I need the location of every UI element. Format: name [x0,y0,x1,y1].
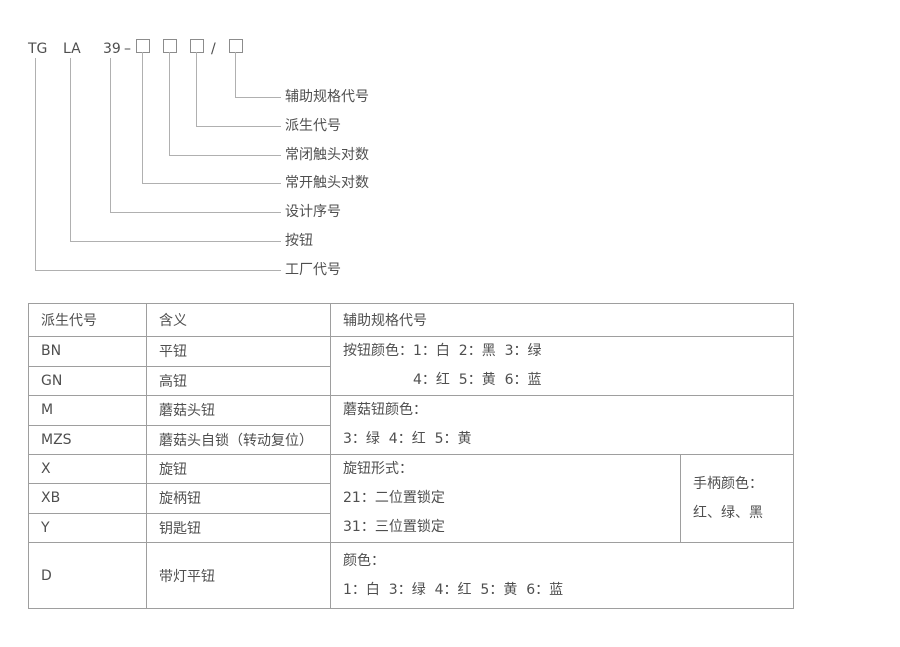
code-cell: MZS [28,424,147,455]
table-row-bn: BN 平钮 按钮颜色：1：白 2：黑 3：绿 4：红 5：黄 6：蓝 [28,336,794,396]
box-normally-open-contacts [136,39,150,53]
header-derived-code: 派生代号 [28,303,147,337]
derived-code-table: 派生代号 含义 辅助规格代号 BN 平钮 按钮颜色：1：白 2：黑 3：绿 4：… [28,303,794,609]
callout-line-button [70,58,281,242]
spec-cell-knob-form: 旋钮形式： 21：二位置锁定 31：三位置锁定 [330,454,681,543]
callout-label-design-serial: 设计序号 [285,204,341,220]
meaning-cell: 带灯平钮 [146,542,331,609]
callout-label-auxiliary-spec: 辅助规格代号 [285,89,369,105]
callout-label-factory-code: 工厂代号 [285,262,341,278]
meaning-cell: 蘑菇头钮 [146,395,331,426]
dash-text: – [124,41,131,57]
model-designation-diagram: TG LA 39 – / 辅助规格代号 派生代号 常闭触头对数 常开触头对数 设… [0,0,900,300]
meaning-cell: 平钮 [146,336,331,367]
table-header-row: 派生代号 含义 辅助规格代号 [28,303,794,337]
spec-line: 1：白 3：绿 4：红 5：黄 6：蓝 [343,581,564,598]
box-normally-closed-contacts [163,39,177,53]
spec-line: 按钮颜色：1：白 2：黑 3：绿 [343,343,542,359]
meaning-cell: 高钮 [146,365,331,396]
meaning-cell: 旋钮 [146,453,331,485]
spec-line: 手柄颜色： [693,475,763,492]
spec-line: 红、绿、黑 [693,504,763,521]
header-auxiliary-spec: 辅助规格代号 [330,303,794,337]
box-auxiliary-spec-code [229,39,243,53]
table-row-x: X 旋钮 旋钮形式： 21：二位置锁定 31：三位置锁定 手柄颜色： 红、绿、黑 [28,453,794,543]
callout-line-normally-closed [169,52,281,156]
spec-cell-mushroom-color: 蘑菇钮颜色： 3：绿 4：红 5：黄 [330,395,794,455]
spec-cell-handle-color: 手柄颜色： 红、绿、黑 [680,454,794,543]
series-code-text: 39 [103,41,121,57]
table-row-d: D 带灯平钮 颜色： 1：白 3：绿 4：红 5：黄 6：蓝 [28,542,794,609]
code-cell: D [28,542,147,609]
spec-line: 4：红 5：黄 6：蓝 [413,372,542,388]
box-derived-code [190,39,204,53]
spec-line: 旋钮形式： [343,461,413,477]
table-row-xb: XB 旋柄钮 [28,483,794,514]
table-row-m: M 蘑菇头钮 蘑菇钮颜色： 3：绿 4：红 5：黄 [28,395,794,455]
spec-line: 颜色： [343,552,385,569]
callout-label-derived-code: 派生代号 [285,118,341,134]
callout-line-design-serial [110,58,281,213]
meaning-cell: 钥匙钮 [146,512,331,544]
callout-line-factory-code [35,58,281,271]
spec-line: 蘑菇钮颜色： [343,402,427,418]
spec-cell-button-color: 按钮颜色：1：白 2：黑 3：绿 4：红 5：黄 6：蓝 [330,336,794,396]
code-cell: XB [28,483,147,514]
meaning-cell: 蘑菇头自锁（转动复位） [146,424,331,455]
spec-line: 21：二位置锁定 [343,490,445,506]
code-cell: X [28,453,147,485]
callout-line-derived-code [196,52,281,127]
spec-cell-lamp-color: 颜色： 1：白 3：绿 4：红 5：黄 6：蓝 [330,542,794,609]
table-row-mzs: MZS 蘑菇头自锁（转动复位） [28,424,794,455]
callout-line-normally-open [142,52,281,184]
code-cell: GN [28,365,147,396]
callout-line-auxiliary-spec [235,52,281,98]
spec-line: 31：三位置锁定 [343,519,445,535]
meaning-cell: 旋柄钮 [146,483,331,514]
callout-label-normally-closed: 常闭触头对数 [285,147,369,163]
code-cell: M [28,395,147,426]
callout-label-button: 按钮 [285,233,313,249]
factory-code-text: TG [28,41,48,57]
spec-line: 3：绿 4：红 5：黄 [343,431,472,447]
slash-text: / [211,41,216,57]
code-cell: Y [28,512,147,544]
callout-label-normally-open: 常开触头对数 [285,175,369,191]
table-row-y: Y 钥匙钮 [28,512,794,544]
type-code-text: LA [63,41,81,57]
code-cell: BN [28,336,147,367]
header-meaning: 含义 [146,303,331,337]
